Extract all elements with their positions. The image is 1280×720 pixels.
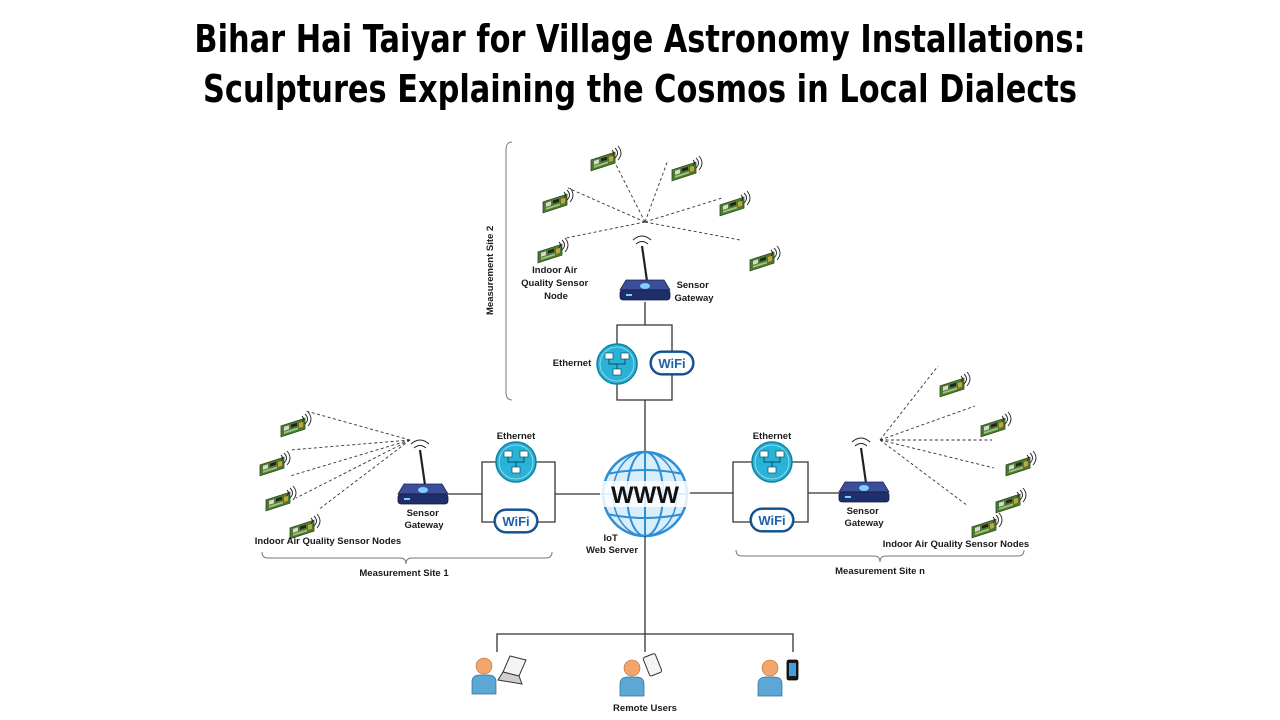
site-1-wifi-text: WiFi	[502, 514, 529, 529]
user-icon	[471, 657, 497, 695]
site-2-node-label: Indoor Air Quality Sensor Node	[521, 265, 591, 302]
title-line-1: Bihar Hai Taiyar for Village Astronomy I…	[194, 17, 1086, 61]
laptop-icon	[497, 655, 527, 685]
gateway-icon	[837, 436, 891, 504]
site-2: Measurement Site 2 Indoor Air Quality Se…	[485, 141, 781, 401]
sensor-node-icon	[1005, 450, 1037, 477]
sensor-node-icon	[537, 237, 569, 264]
user-icon	[757, 659, 783, 697]
gateway-icon	[396, 438, 450, 506]
user-icon	[619, 659, 645, 697]
tablet-icon	[642, 653, 663, 677]
sensor-node-icon	[719, 190, 751, 217]
site-n: Indoor Air Quality Sensor Nodes Sensor G…	[688, 365, 1037, 577]
sensor-node-icon	[259, 450, 291, 477]
site-n-gateway-label: Sensor Gateway	[844, 506, 884, 529]
ethernet-switch-icon	[751, 441, 793, 483]
sensor-node-icon	[971, 512, 1003, 539]
server-label: IoT Web Server	[586, 533, 638, 556]
site-1-gateway-label: Sensor Gateway	[404, 508, 444, 531]
sensor-node-icon	[542, 187, 574, 214]
site-n-bracket	[735, 549, 1025, 563]
sensor-node-icon	[280, 411, 312, 438]
site-2-gateway-label: Sensor Gateway	[674, 280, 714, 304]
title-line-2: Sculptures Explaining the Cosmos in Loca…	[203, 67, 1077, 111]
sensor-node-icon	[939, 371, 971, 398]
page-title: Bihar Hai Taiyar for Village Astronomy I…	[128, 14, 1152, 114]
site-1: Indoor Air Quality Sensor Nodes Sensor G…	[255, 410, 603, 579]
site-2-bracket	[505, 141, 513, 401]
site-n-label: Measurement Site n	[835, 566, 925, 577]
remote-users-label: Remote Users	[613, 703, 677, 714]
sensor-node-icon	[749, 245, 781, 272]
site-2-wifi-text: WiFi	[658, 356, 685, 371]
site-2-ethernet-label: Ethernet	[553, 358, 592, 369]
ethernet-switch-icon	[495, 441, 537, 483]
sensor-node-icon	[590, 145, 622, 172]
gateway-icon	[618, 234, 672, 302]
site-1-bracket	[261, 551, 553, 565]
sensor-node-icon	[995, 487, 1027, 514]
sensor-node-icon	[265, 485, 297, 512]
site-1-ethernet-label: Ethernet	[497, 431, 536, 442]
sensor-node-icon	[671, 155, 703, 182]
site-n-ethernet-label: Ethernet	[753, 431, 792, 442]
globe-www-text: WWW	[611, 482, 679, 509]
remote-users: Remote Users	[471, 653, 799, 714]
site-n-nodes-label: Indoor Air Quality Sensor Nodes	[883, 539, 1029, 550]
iot-web-server: WWW IoT Web Server	[586, 450, 690, 556]
sensor-node-icon	[980, 411, 1012, 438]
site-n-wifi-text: WiFi	[758, 513, 785, 528]
site-1-nodes-label: Indoor Air Quality Sensor Nodes	[255, 536, 401, 547]
site-2-label: Measurement Site 2	[485, 226, 496, 315]
ethernet-switch-icon	[596, 343, 638, 385]
site-1-label: Measurement Site 1	[359, 568, 449, 579]
phone-icon	[786, 659, 799, 681]
